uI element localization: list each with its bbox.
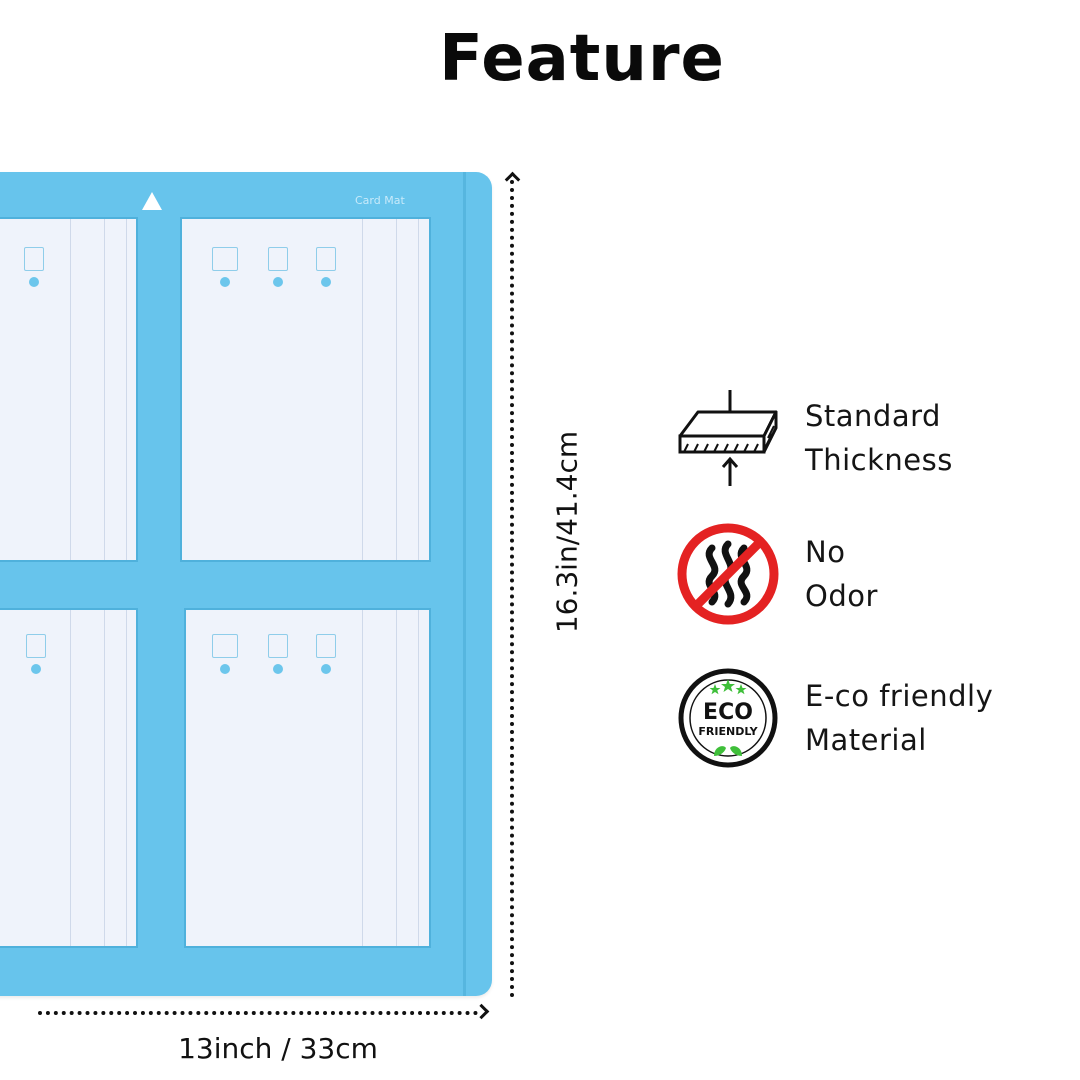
card-slot-top-left	[0, 217, 138, 562]
arrow-up-icon	[504, 171, 521, 188]
card-front-icon	[26, 634, 46, 658]
arrow-right-icon	[473, 1003, 490, 1020]
feature-eco-friendly: ECO FRIENDLY E-co friendly Material	[676, 666, 1056, 770]
feature-line-1: No	[805, 535, 846, 569]
width-dimension-line	[38, 1011, 478, 1015]
folded-card-icon	[268, 634, 288, 658]
feature-no-odor: No Odor	[676, 522, 1056, 626]
feature-thickness: Standard Thickness	[676, 386, 1056, 490]
svg-text:ECO: ECO	[703, 700, 753, 725]
card-slot-top-right	[180, 217, 431, 562]
mat-label: Card Mat	[355, 194, 405, 207]
svg-text:FRIENDLY: FRIENDLY	[698, 725, 758, 738]
card-front-icon	[24, 247, 44, 271]
feature-line-1: Standard	[805, 399, 941, 433]
width-label: 13inch / 33cm	[178, 1032, 378, 1065]
thickness-icon	[678, 390, 778, 486]
feature-line-2: Material	[805, 723, 927, 757]
feature-line-2: Thickness	[805, 443, 953, 477]
mat-edge-strip	[463, 172, 466, 996]
page-title: Feature	[439, 22, 725, 96]
card-mat-image: Card Mat	[0, 172, 492, 996]
card-slot-bottom-left	[0, 608, 138, 948]
feature-line-1: E-co friendly	[805, 679, 994, 713]
eco-friendly-icon: ECO FRIENDLY	[678, 668, 778, 768]
feature-label: Standard Thickness	[805, 394, 953, 482]
height-dimension-line	[510, 180, 514, 998]
feature-label: E-co friendly Material	[805, 674, 993, 762]
alignment-arrow-icon	[142, 192, 162, 210]
card-slot-bottom-right	[184, 608, 431, 948]
height-label: 16.3in/41.4cm	[550, 430, 584, 634]
open-book-icon	[212, 634, 238, 658]
open-book-icon	[212, 247, 238, 271]
feature-label: No Odor	[805, 530, 878, 618]
card-front-icon	[316, 247, 336, 271]
feature-line-2: Odor	[805, 579, 878, 613]
card-front-icon	[316, 634, 336, 658]
no-odor-icon	[677, 523, 779, 625]
folded-card-icon	[268, 247, 288, 271]
